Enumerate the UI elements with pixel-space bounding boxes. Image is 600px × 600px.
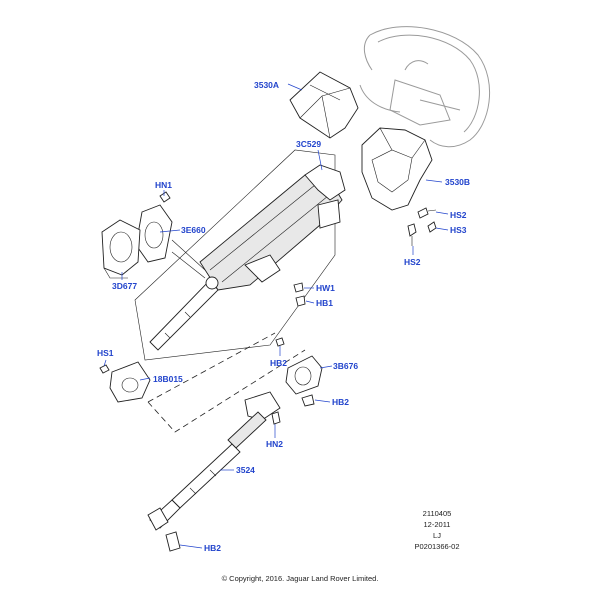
callout-HS3: HS3	[450, 225, 467, 235]
lower-shroud-3530B	[361, 127, 433, 211]
callout-HS1: HS1	[97, 348, 114, 358]
steering-wheel	[359, 26, 490, 148]
lower-assembly-outline	[147, 332, 306, 433]
leader-lines	[103, 83, 449, 549]
illustration-date: 12-2011	[423, 520, 451, 529]
illustration-model: LJ	[433, 531, 441, 540]
callout-3C529: 3C529	[296, 139, 321, 149]
callout-HN1: HN1	[155, 180, 172, 190]
fasteners	[99, 191, 437, 552]
upper-shroud-3530A	[289, 71, 359, 139]
callout-3524: 3524	[236, 465, 255, 475]
illustration-id: 2110405	[422, 509, 452, 518]
illustration-reference: P0201366-02	[414, 542, 460, 551]
callout-18B015: 18B015	[153, 374, 183, 384]
copyright-notice: © Copyright, 2016. Jaguar Land Rover Lim…	[221, 574, 379, 583]
callout-HW1: HW1	[316, 283, 335, 293]
callout-labels: 3530A 3C529 3530B HN1 3E660 3D677 HS2 HS…	[97, 80, 470, 553]
callout-HN2: HN2	[266, 439, 283, 449]
column-assembly-outline	[134, 149, 336, 361]
callout-3530B: 3530B	[445, 177, 470, 187]
callout-HS2-lower: HS2	[404, 257, 421, 267]
callout-3E660: 3E660	[181, 225, 206, 235]
callout-HB2-middle: HB2	[332, 397, 349, 407]
gasket-3E660	[135, 204, 173, 263]
bracket-18B015	[109, 361, 151, 403]
callout-HB2-lower: HB2	[204, 543, 221, 553]
callout-3B676: 3B676	[333, 361, 358, 371]
callout-3530A: 3530A	[254, 80, 279, 90]
callout-3D677: 3D677	[112, 281, 137, 291]
callout-HB2-upper: HB2	[270, 358, 287, 368]
callout-HS2-upper: HS2	[450, 210, 467, 220]
coupling-3B676	[285, 355, 323, 395]
callout-HB1: HB1	[316, 298, 333, 308]
steering-column-3C529	[149, 164, 346, 351]
boot-3D677	[101, 219, 141, 279]
intermediate-shaft-3524	[147, 391, 281, 531]
